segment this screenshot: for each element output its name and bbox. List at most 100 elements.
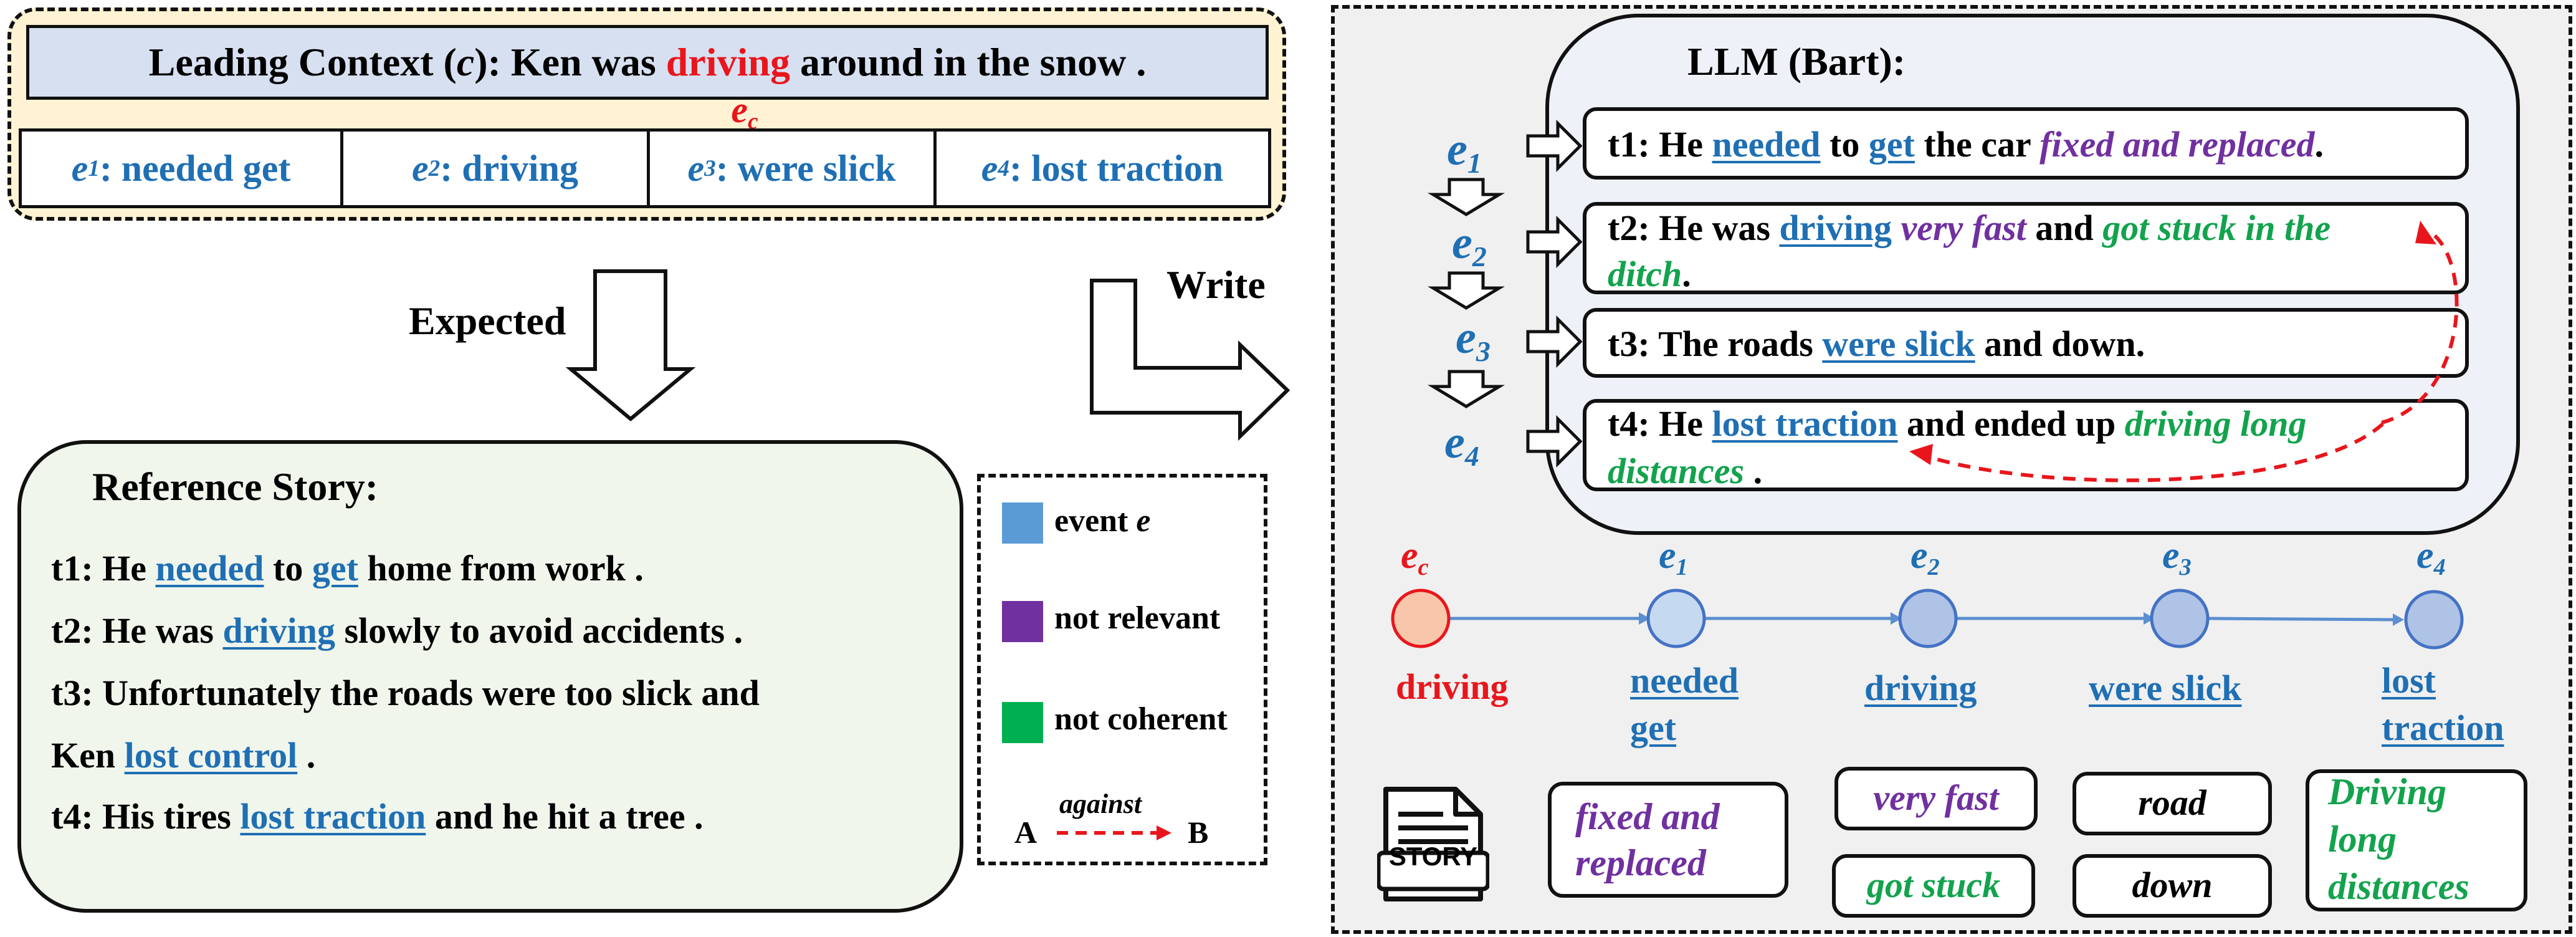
down-arrow-2	[1428, 271, 1505, 310]
right-arrow-4	[1526, 415, 1583, 468]
reference-t1: t1: He needed to get home from work .	[51, 547, 644, 589]
right-arrow-3	[1526, 315, 1583, 368]
llm-t3-box	[1583, 308, 2469, 378]
word-driving-line3: distances	[2328, 866, 2469, 907]
t-text: .	[1682, 254, 1691, 294]
t-not-coherent: ditch	[1608, 254, 1682, 294]
context-c-symbol: c	[456, 40, 475, 84]
t-text: t2: He was	[1608, 208, 1780, 248]
event-text: : lost traction	[1009, 147, 1224, 189]
chain-e4-sym: e4	[2416, 534, 2446, 581]
chain-sym: e	[1401, 534, 1418, 577]
llm-t1-text: t1: He needed to get the car fixed and r…	[1608, 121, 2324, 168]
chain-e1-label-1: needed	[1630, 660, 1739, 701]
legend-swatch-not-coherent	[1002, 702, 1043, 743]
reference-t3: t3: Unfortunately the roads were too sli…	[51, 672, 760, 714]
event-text: : driving	[440, 147, 578, 189]
word-driving-line2: long	[2328, 819, 2397, 860]
ec-label: ec	[0, 89, 1489, 135]
chain-e3-sym: e3	[2162, 534, 2192, 581]
llm-t1-box	[1583, 107, 2469, 180]
ref-text: t3: Unfortunately the roads were too sli…	[51, 673, 760, 713]
chain-e2-label: driving	[1864, 668, 1977, 708]
node-e3	[2150, 589, 2210, 648]
event-sym: e	[687, 147, 705, 189]
t-text: t4: He	[1608, 403, 1712, 444]
node-e1	[1646, 589, 1706, 648]
context-prefix: Leading Context (	[148, 40, 457, 84]
word-box-got-stuck	[1832, 854, 2035, 918]
legend-a-label: A	[1014, 815, 1038, 850]
chain-e1-sym: e1	[1659, 534, 1688, 581]
llm-t4-text-cont: distances .	[1608, 448, 1762, 495]
word-road: road	[2138, 782, 2206, 823]
legend	[977, 474, 1267, 865]
chain-ec-label: driving	[1396, 666, 1509, 707]
event-text: : were slick	[715, 147, 896, 189]
down-arrow-1	[1428, 178, 1505, 216]
chain-sub: 1	[1676, 554, 1688, 580]
t-text: t1: He	[1608, 124, 1712, 165]
ref-text: Ken	[51, 735, 125, 776]
ref-text: t1: He	[51, 548, 156, 589]
chain-sym: e	[2416, 534, 2434, 577]
ev-sym: e	[1456, 312, 1476, 363]
t-text: to	[1820, 124, 1869, 165]
ev-sub: 1	[1467, 147, 1482, 179]
chain-e4-label-2: traction	[2382, 708, 2504, 748]
ref-event: needed	[155, 548, 264, 589]
ec-sub: c	[748, 108, 758, 135]
t-text: and ended up	[1897, 403, 2125, 444]
reference-t4: t4: His tires lost traction and he hit a…	[51, 795, 704, 837]
ref-event: driving	[222, 610, 335, 651]
legend-against-arrow	[1057, 825, 1171, 840]
expected-arrow	[565, 269, 696, 421]
t-text: t3: The roads	[1608, 324, 1823, 364]
word-box-down	[2073, 854, 2272, 918]
ev-sub: 2	[1472, 240, 1487, 272]
t-text: .	[2314, 124, 2324, 165]
chain-ec-sym: ec	[1401, 534, 1429, 581]
word-very-fast: very fast	[1873, 777, 1999, 818]
ref-text: home from work .	[358, 548, 644, 589]
t-not-coherent: driving long	[2124, 403, 2307, 444]
word-fixed-line2: replaced	[1575, 842, 1706, 883]
t-not-coherent: got stuck in the	[2102, 208, 2331, 248]
chain-sub: 3	[2179, 554, 2192, 580]
llm-t2-text: t2: He was driving very fast and got stu…	[1608, 204, 2330, 252]
t-not-coherent: distances	[1608, 451, 1745, 491]
event-text: : needed get	[99, 147, 291, 189]
write-label: Write	[1166, 262, 1266, 307]
ev-sym: e	[1452, 218, 1472, 269]
llm-t2-text-cont: ditch.	[1608, 251, 1691, 298]
event-sub: 3	[704, 155, 716, 181]
right-arrow-2	[1526, 215, 1583, 269]
t-event: were slick	[1822, 324, 1975, 364]
chain-e1-label-2: get	[1630, 708, 1677, 748]
ev-sym: e	[1447, 124, 1467, 175]
event-sub: 4	[998, 155, 1009, 181]
reference-story-box	[17, 440, 963, 913]
word-down: down	[2132, 865, 2213, 905]
word-fixed-line1: fixed and	[1575, 796, 1720, 837]
legend-swatch-event	[1002, 502, 1043, 544]
ev-sub: 4	[1464, 440, 1479, 472]
legend-sym: e	[1136, 503, 1151, 539]
down-arrow-3	[1428, 370, 1505, 408]
ref-text: t2: He was	[51, 610, 223, 651]
t-event: lost traction	[1712, 403, 1898, 444]
ref-event: get	[312, 548, 358, 589]
word-box-road	[2073, 772, 2272, 835]
story-document-icon	[1377, 787, 1489, 901]
legend-not-coherent: not coherent	[1054, 701, 1228, 737]
word-box-fixed-replaced	[1548, 782, 1788, 898]
word-box-very-fast	[1834, 767, 2038, 830]
right-arrow-1	[1526, 119, 1583, 173]
